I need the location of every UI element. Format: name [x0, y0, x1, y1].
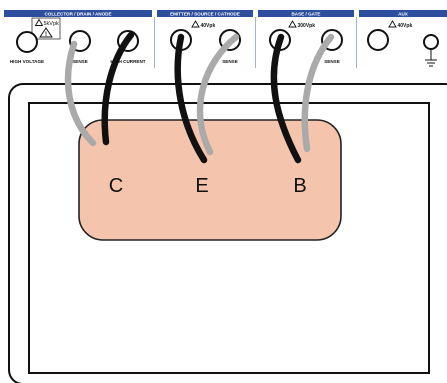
pin-e-label: E — [195, 175, 208, 197]
warning-label-text: 5kVpk — [44, 21, 60, 27]
collector-header-title: COLLECTOR / DRAIN / ANODE — [44, 12, 111, 17]
svg-text:!: ! — [45, 32, 47, 38]
aux-warning-icon — [388, 20, 397, 28]
aux-jack[interactable] — [367, 29, 389, 51]
aux-rating: 40Vpk — [398, 23, 413, 29]
base-header-bar — [258, 10, 354, 17]
ratings: 40Vpk 300Vpk 40Vpk — [191, 20, 413, 29]
jack-labels: HIGH VOLTAGE SENSE HIGH CURRENT SENSE SE… — [10, 59, 340, 64]
base-force-cable — [270, 33, 302, 164]
emitter-rating: 40Vpk — [201, 23, 216, 29]
aux-header-bar — [359, 10, 447, 17]
base-sense-label: SENSE — [324, 59, 340, 64]
warning-triangle-icon — [34, 18, 44, 26]
pin-labels: C E B — [109, 175, 307, 197]
pin-c-label: C — [109, 175, 123, 197]
high-current-cable — [101, 31, 135, 146]
collector-sense-label: SENSE — [72, 59, 88, 64]
high-current-label: HIGH CURRENT — [110, 59, 145, 64]
collector-header-bar — [4, 10, 152, 17]
cables — [64, 31, 335, 164]
emitter-sense-label: SENSE — [222, 59, 238, 64]
group-separators — [154, 17, 357, 68]
collector-sense-cable — [64, 40, 97, 147]
emitter-warning-icon — [191, 20, 200, 28]
emitter-sense-cable — [196, 33, 240, 156]
base-header-title: BASE / GATE — [291, 12, 320, 17]
group-header-bars: COLLECTOR / DRAIN / ANODE EMITTER / SOUR… — [4, 10, 447, 17]
ground-icon — [425, 49, 437, 67]
emitter-header-bar — [157, 10, 253, 17]
high-voltage-jack[interactable] — [16, 31, 38, 53]
emitter-force-cable — [174, 33, 208, 164]
pin-b-label: B — [293, 175, 306, 197]
ground-jack[interactable] — [423, 34, 439, 50]
dut-socket-pad — [78, 119, 342, 241]
emitter-header-title: EMITTER / SOURCE / CATHODE — [170, 12, 240, 17]
base-sense-cable — [301, 33, 335, 153]
aux-header-title: AUX — [398, 12, 409, 17]
base-rating: 300Vpk — [298, 23, 316, 29]
warning-triangle-large-icon — [39, 27, 53, 38]
high-voltage-label: HIGH VOLTAGE — [10, 59, 44, 64]
high-voltage-warning-label: 5kVpk ! — [31, 17, 61, 40]
base-warning-icon — [288, 20, 297, 28]
